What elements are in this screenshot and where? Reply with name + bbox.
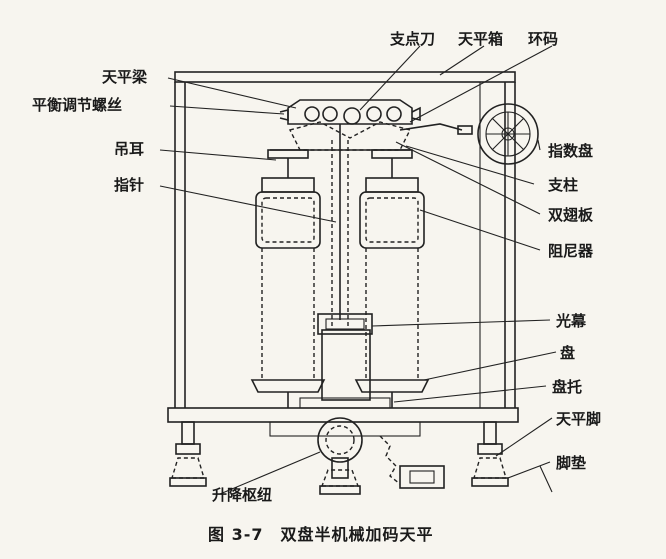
- label-index-dial: 指数盘: [548, 142, 593, 160]
- label-pan: 盘: [560, 344, 575, 362]
- beam: [279, 99, 421, 125]
- lift-knob: [317, 417, 363, 463]
- left-pan: [250, 248, 326, 408]
- label-lift-knob: 升降枢纽: [212, 486, 272, 504]
- left-damper: [255, 191, 321, 249]
- label-pointer: 指针: [114, 176, 144, 194]
- right-hanger: [365, 158, 419, 193]
- label-balance-foot: 天平脚: [556, 410, 601, 428]
- leader-lines: [159, 45, 557, 495]
- label-beam: 天平梁: [102, 68, 148, 86]
- label-pan-plate: 双翅板: [548, 206, 594, 224]
- right-foot: [471, 421, 509, 487]
- pillar: [299, 140, 391, 409]
- label-foot-pad: 脚垫: [556, 454, 586, 472]
- label-fulcrum-knife: 支点刀: [389, 30, 435, 48]
- cabinet-frame: [167, 71, 519, 437]
- center-foot: [319, 457, 361, 495]
- right-pan: [354, 248, 430, 408]
- index-dial: [477, 103, 539, 165]
- lift-chain: [379, 435, 445, 489]
- label-balance-adjust-nut: 平衡调节螺丝: [32, 96, 122, 114]
- left-hanger: [261, 158, 315, 193]
- label-balance-box: 天平箱: [458, 30, 503, 48]
- label-hanging-ear: 吊耳: [114, 140, 144, 158]
- label-screen: 光幕: [555, 312, 587, 330]
- label-pan-support: 盘托: [552, 378, 582, 396]
- figure-caption: 图 3-7 双盘半机械加码天平: [208, 525, 433, 544]
- label-pillar: 支柱: [547, 176, 578, 194]
- label-damper: 阻尼器: [548, 242, 594, 260]
- right-damper: [359, 191, 425, 249]
- ring-weights: [399, 123, 473, 135]
- left-foot: [169, 421, 207, 487]
- label-ring-weight: 环码: [528, 30, 558, 48]
